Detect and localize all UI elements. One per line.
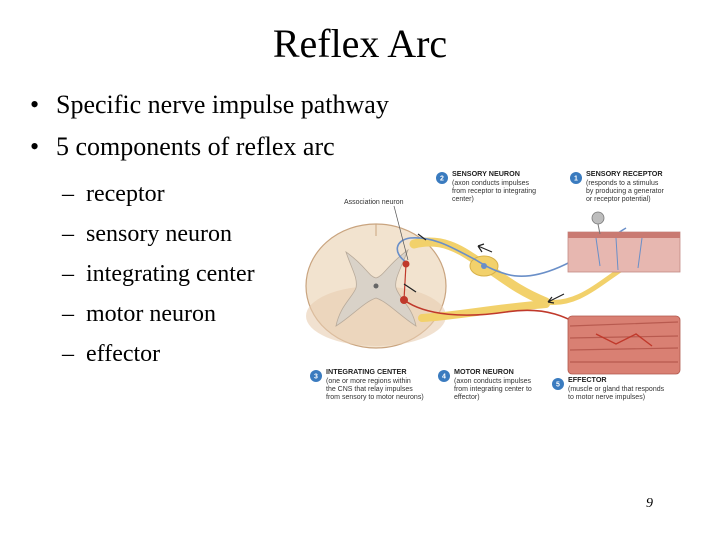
association-neuron-label: Association neuron xyxy=(344,199,404,206)
skin-receptor xyxy=(567,211,681,273)
callout-text: or receptor potential) xyxy=(586,196,651,203)
callout-number: 1 xyxy=(574,176,578,183)
bullet-marker: • xyxy=(30,132,40,161)
bullet-marker: • xyxy=(30,90,40,119)
callout-integrating-center: 3 INTEGRATING CENTER (one or more region… xyxy=(310,367,424,401)
callout-text: (muscle or gland that responds xyxy=(568,386,665,393)
bullet-list: • Specific nerve impulse pathway • 5 compo… xyxy=(30,84,389,168)
page-number: 9 xyxy=(646,496,653,511)
callout-text: to motor nerve impulses) xyxy=(568,394,645,401)
sub-bullet-item: –effector xyxy=(62,334,255,374)
dash-marker: – xyxy=(62,221,74,247)
callout-text: by producing a generator xyxy=(586,188,664,195)
spinal-cord xyxy=(305,223,447,349)
callout-text: from receptor to integrating xyxy=(452,188,536,195)
dash-marker: – xyxy=(62,341,74,367)
direction-arrows xyxy=(403,233,565,304)
callout-motor-neuron: 4 MOTOR NEURON (axon conducts impulses f… xyxy=(438,367,532,401)
dash-marker: – xyxy=(62,301,74,327)
sub-bullet-item: –sensory neuron xyxy=(62,214,255,254)
sub-bullet-item: –motor neuron xyxy=(62,294,255,334)
callout-heading: EFFECTOR xyxy=(568,375,607,384)
callout-heading: SENSORY RECEPTOR xyxy=(586,169,663,178)
sub-bullet-item: –integrating center xyxy=(62,254,255,294)
sub-bullet-text: integrating center xyxy=(86,261,255,287)
muscle-effector xyxy=(567,315,681,375)
callout-text: the CNS that relay impulses xyxy=(326,386,413,393)
sub-bullet-text: effector xyxy=(86,341,161,367)
dash-marker: – xyxy=(62,181,74,207)
callout-text: from sensory to motor neurons) xyxy=(326,394,424,401)
dash-marker: – xyxy=(62,261,74,287)
callout-text: (responds to a stimulus xyxy=(586,180,659,187)
callout-text: (axon conducts impulses xyxy=(452,180,530,187)
reflex-arc-illustration: 2 SENSORY NEURON (axon conducts impulses… xyxy=(305,169,681,401)
sub-bullet-text: motor neuron xyxy=(86,301,216,327)
sub-bullet-list: –receptor –sensory neuron –integrating c… xyxy=(62,174,255,374)
callout-number: 4 xyxy=(442,374,446,381)
sensory-neuron xyxy=(396,227,627,277)
callout-number: 5 xyxy=(556,382,560,389)
callout-sensory-receptor: 1 SENSORY RECEPTOR (responds to a stimul… xyxy=(570,169,664,203)
callout-text: effector) xyxy=(454,394,480,401)
bullet-item: • 5 components of reflex arc xyxy=(30,126,389,168)
bullet-item: • Specific nerve impulse pathway xyxy=(30,84,389,126)
callout-effector: 5 EFFECTOR (muscle or gland that respond… xyxy=(552,375,665,401)
callout-text: center) xyxy=(452,196,474,203)
callout-heading: SENSORY NEURON xyxy=(452,169,520,178)
callout-heading: MOTOR NEURON xyxy=(454,367,514,376)
callout-text: from integrating center to xyxy=(454,386,532,393)
bullet-text: Specific nerve impulse pathway xyxy=(56,90,389,119)
sub-bullet-item: –receptor xyxy=(62,174,255,214)
association-leader-line xyxy=(393,205,409,261)
bullet-text: 5 components of reflex arc xyxy=(56,132,335,161)
callout-text: (axon conducts impulses xyxy=(454,378,532,385)
reflex-arc-diagram: 2 SENSORY NEURON (axon conducts impulses… xyxy=(296,166,708,418)
sub-bullet-text: receptor xyxy=(86,181,165,207)
callout-sensory-neuron: 2 SENSORY NEURON (axon conducts impulses… xyxy=(436,169,536,203)
slide-title: Reflex Arc xyxy=(272,21,448,66)
callout-text: (one or more regions within xyxy=(326,378,411,385)
callout-number: 2 xyxy=(440,176,444,183)
callout-number: 3 xyxy=(314,374,318,381)
sub-bullet-text: sensory neuron xyxy=(86,221,232,247)
callout-heading: INTEGRATING CENTER xyxy=(326,367,407,376)
